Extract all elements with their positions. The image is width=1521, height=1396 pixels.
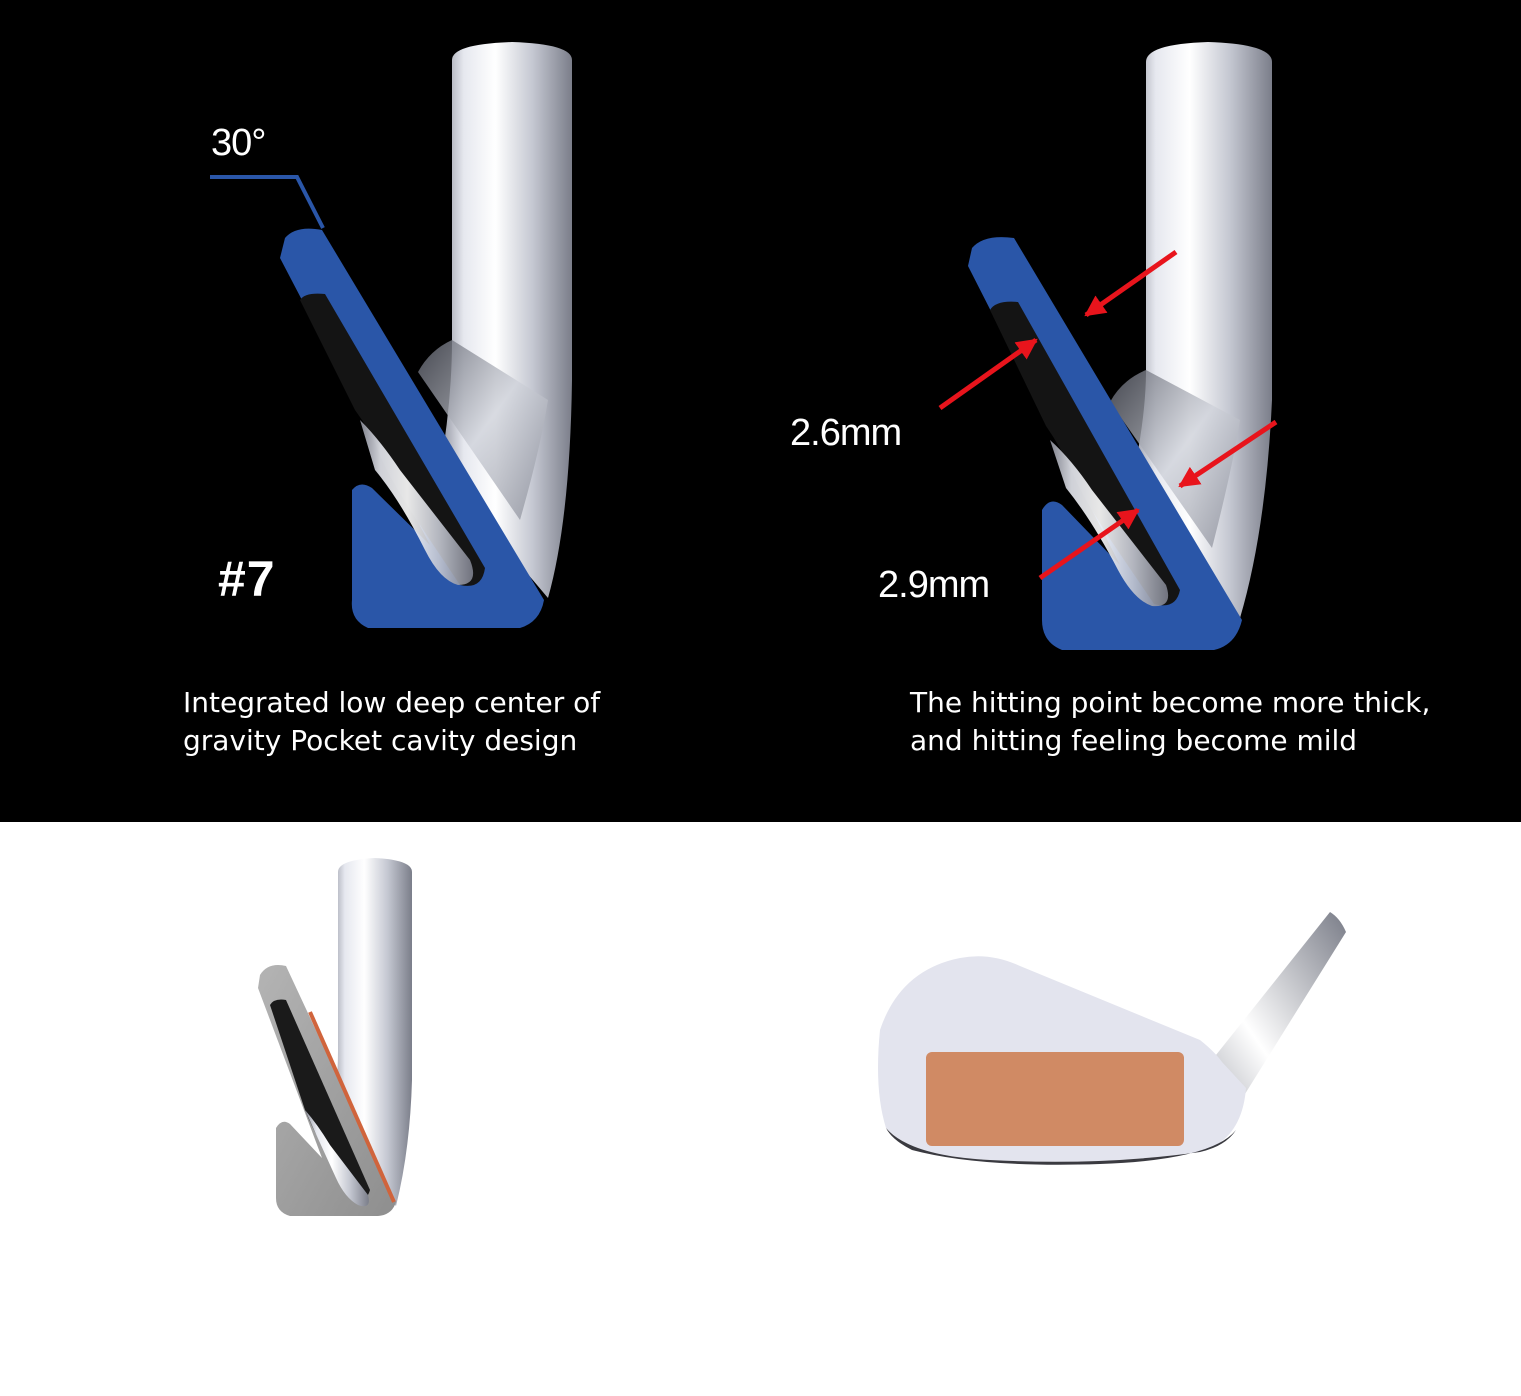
angle-indicator [210, 175, 325, 229]
club-face-view [878, 912, 1346, 1165]
club-cross-section-left [280, 42, 572, 628]
caption-left: Integrated low deep center of gravity Po… [183, 686, 601, 757]
caption-right: The hitting point become more thick, and… [910, 686, 1431, 757]
angle-label: 30° [211, 122, 266, 164]
light-panel [0, 822, 1521, 1396]
thickness-lower-label: 2.9mm [878, 564, 990, 606]
thickness-arrows [938, 249, 1278, 581]
thickness-upper-label: 2.6mm [790, 412, 902, 454]
copper-insert [926, 1052, 1184, 1146]
club-cross-section-right [968, 42, 1272, 650]
club-cross-section-bottom [258, 858, 412, 1216]
club-number-label: #7 [218, 551, 276, 607]
